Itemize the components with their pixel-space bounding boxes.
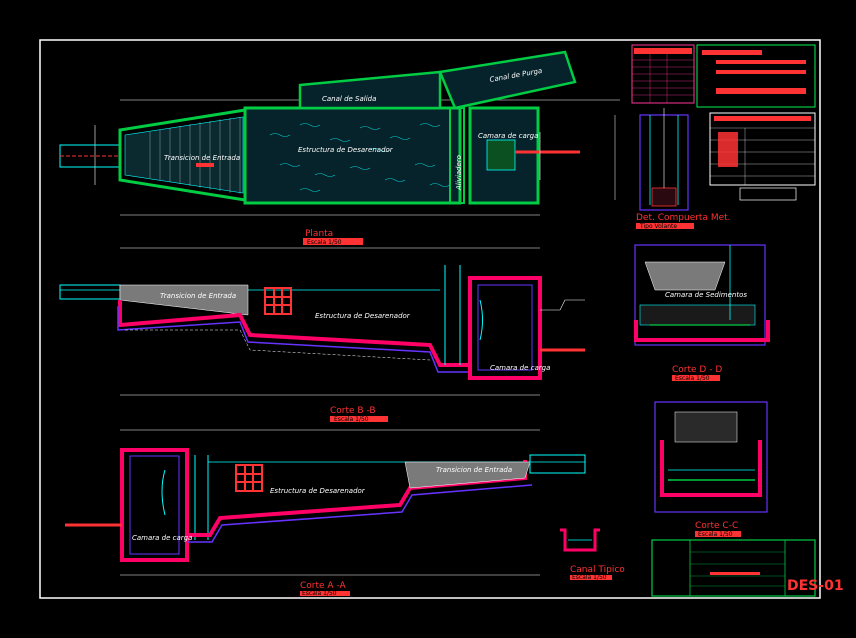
section-aa-title: Corte A -A bbox=[300, 581, 346, 591]
notes-tables bbox=[631, 44, 816, 201]
section-bb-title: Corte B -B bbox=[330, 406, 376, 416]
section-bb: Transicion de Entrada Estructura de Desa… bbox=[59, 247, 585, 423]
plan-view: Transicion de Entrada Estructura de Desa… bbox=[59, 50, 620, 246]
typical-canal-scale: Escala 1/50 bbox=[572, 574, 607, 581]
plan-label-outlet-canal: Canal de Salida bbox=[322, 95, 376, 103]
section-bb-label-chamber: Camara de carga bbox=[490, 364, 550, 372]
plan-scale: Escala 1/50 bbox=[307, 239, 342, 246]
plan-label-settler: Estructura de Desarenador bbox=[298, 146, 394, 154]
plan-label-chamber: Camara de carga bbox=[478, 132, 538, 140]
section-aa-label-chamber: Camara de carga bbox=[132, 534, 192, 542]
gate-detail: Det. Compuerta Met. Tipo Volante bbox=[614, 108, 731, 230]
typical-canal: Canal Tipico Escala 1/50 bbox=[560, 528, 625, 581]
sheet-code: DES-01 bbox=[787, 578, 844, 594]
section-bb-label-transition: Transicion de Entrada bbox=[160, 292, 236, 300]
gate-detail-scale: Tipo Volante bbox=[639, 223, 677, 230]
section-dd: Camara de Sedimentos Corte D - D Escala … bbox=[634, 244, 770, 382]
section-bb-label-settler: Estructura de Desarenador bbox=[315, 312, 411, 320]
section-aa-label-transition: Transicion de Entrada bbox=[436, 466, 512, 474]
gate-detail-title: Det. Compuerta Met. bbox=[636, 213, 731, 223]
section-dd-title: Corte D - D bbox=[672, 365, 722, 375]
section-dd-label: Camara de Sedimentos bbox=[665, 291, 747, 299]
section-cc-title: Corte C-C bbox=[695, 521, 738, 531]
section-cc: Corte C-C Escala 1/50 bbox=[654, 401, 768, 538]
section-dd-scale: Escala 1/50 bbox=[675, 375, 710, 382]
section-cc-scale: Escala 1/50 bbox=[698, 531, 733, 538]
plan-label-spillway: Aliviadero bbox=[455, 155, 463, 191]
section-aa-scale: Escala 1/50 bbox=[302, 590, 337, 597]
section-aa: Estructura de Desarenador Transicion de … bbox=[65, 429, 586, 597]
typical-canal-title: Canal Tipico bbox=[570, 565, 625, 575]
sheet-border bbox=[39, 39, 821, 599]
section-bb-scale: Escala 1/50 bbox=[334, 416, 369, 423]
title-block: DES-01 bbox=[651, 539, 844, 597]
section-aa-label-settler: Estructura de Desarenador bbox=[270, 487, 366, 495]
plan-title: Planta bbox=[305, 229, 333, 239]
plan-label-entry-transition: Transicion de Entrada bbox=[164, 154, 240, 162]
